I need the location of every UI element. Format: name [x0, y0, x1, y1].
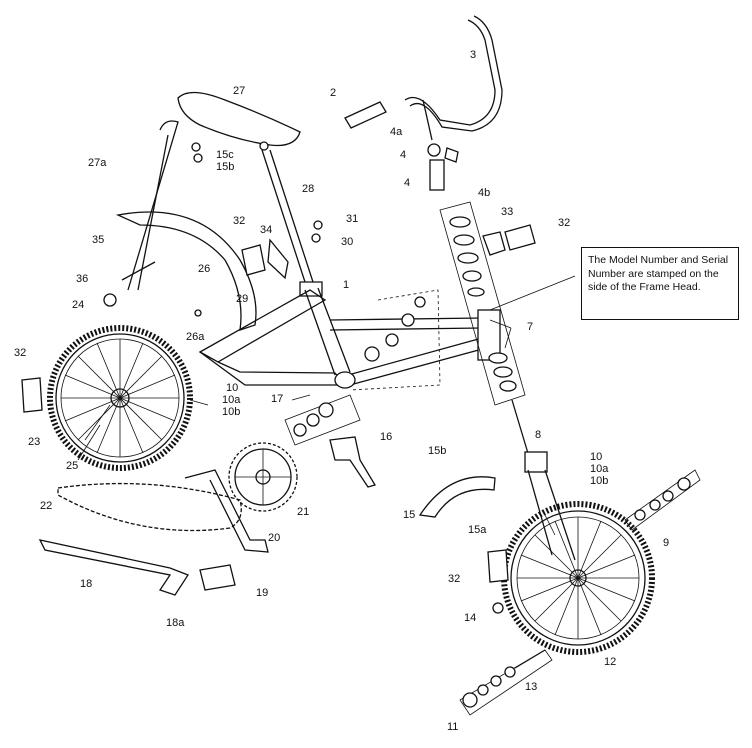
- label-15c: 15c: [216, 149, 234, 161]
- bottom-bracket-parts: [284, 296, 426, 446]
- leader-lines: [77, 275, 576, 536]
- note-text: The Model Number and Serial Number are s…: [588, 254, 729, 293]
- label-9: 9: [663, 537, 669, 549]
- label-35: 35: [92, 234, 104, 246]
- label-22: 22: [40, 500, 52, 512]
- label-10-front: 10: [590, 451, 602, 463]
- small-parts: [21, 142, 536, 614]
- label-23: 23: [28, 436, 40, 448]
- label-10b-front: 10b: [590, 475, 608, 487]
- label-26a: 26a: [186, 331, 205, 343]
- label-2: 2: [330, 87, 336, 99]
- chainring: [228, 442, 298, 512]
- label-29: 29: [236, 293, 248, 305]
- label-33: 33: [501, 206, 513, 218]
- label-15b: 15b: [428, 445, 446, 457]
- label-15b-top: 15b: [216, 161, 234, 173]
- label-4b: 4b: [478, 187, 490, 199]
- label-34: 34: [260, 224, 272, 236]
- label-27a: 27a: [88, 157, 107, 169]
- chain-guard: [38, 539, 189, 596]
- label-17: 17: [271, 393, 283, 405]
- label-31: 31: [346, 213, 358, 225]
- label-32-rear: 32: [14, 347, 26, 359]
- front-fender: [418, 476, 496, 518]
- label-32-pedal: 32: [558, 217, 570, 229]
- label-21: 21: [297, 506, 309, 518]
- label-30: 30: [341, 236, 353, 248]
- label-32-front: 32: [448, 573, 460, 585]
- pedal: [199, 564, 236, 591]
- label-15: 15: [403, 509, 415, 521]
- label-10a-rear: 10a: [222, 394, 241, 406]
- label-10b-rear: 10b: [222, 406, 240, 418]
- label-14: 14: [464, 612, 476, 624]
- label-36: 36: [76, 273, 88, 285]
- handlebar: [344, 15, 503, 191]
- label-16: 16: [380, 431, 392, 443]
- label-15a: 15a: [468, 524, 487, 536]
- label-4a: 4a: [390, 126, 403, 138]
- label-19: 19: [256, 587, 268, 599]
- frame: [198, 281, 501, 391]
- rear-wheel: [47, 325, 193, 471]
- model-number-note: The Model Number and Serial Number are s…: [581, 247, 739, 320]
- label-10a-front: 10a: [590, 463, 609, 475]
- headset-parts: [439, 201, 526, 406]
- chain: [57, 482, 242, 532]
- label-4-lower: 4: [404, 177, 410, 189]
- label-10-rear: 10: [226, 382, 238, 394]
- label-27: 27: [233, 85, 245, 97]
- label-26: 26: [198, 263, 210, 275]
- label-18a: 18a: [166, 617, 185, 629]
- seat: [177, 91, 314, 283]
- crank: [184, 469, 269, 553]
- front-axle-parts: [459, 469, 701, 716]
- fork: [511, 399, 576, 561]
- kickstand: [329, 436, 376, 488]
- part-labels: 3 2 4a 4 4 4b 27 27a 15c 15b 28 31 30 32…: [14, 49, 669, 733]
- label-3: 3: [470, 49, 476, 61]
- label-28: 28: [302, 183, 314, 195]
- rear-fender: [115, 211, 257, 331]
- label-18: 18: [80, 578, 92, 590]
- label-1: 1: [343, 279, 349, 291]
- label-4-upper: 4: [400, 149, 406, 161]
- label-25: 25: [66, 460, 78, 472]
- label-8: 8: [535, 429, 541, 441]
- label-24: 24: [72, 299, 84, 311]
- label-12: 12: [604, 656, 616, 668]
- label-32-seat: 32: [233, 215, 245, 227]
- label-7: 7: [527, 321, 533, 333]
- label-20: 20: [268, 532, 280, 544]
- label-11: 11: [447, 721, 458, 733]
- label-13: 13: [525, 681, 537, 693]
